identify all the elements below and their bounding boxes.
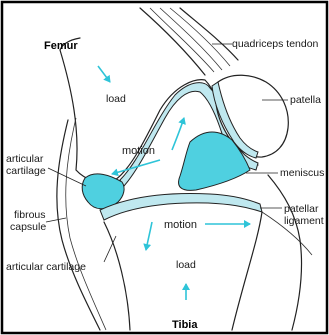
quadriceps-tendon-label: quadriceps tendon bbox=[232, 38, 319, 50]
motion-label-lower: motion bbox=[164, 219, 197, 231]
motion-arrow-upper-up bbox=[172, 118, 184, 150]
load-label-top: load bbox=[106, 93, 126, 105]
fibrous-capsule-label-line2: capsule bbox=[10, 221, 46, 233]
patella-label: patella bbox=[290, 94, 321, 106]
motion-label-upper: motion bbox=[122, 145, 155, 157]
femur-label: Femur bbox=[44, 40, 78, 52]
meniscus-label: meniscus bbox=[280, 167, 324, 179]
fibrous-capsule-label-line1: fibrous bbox=[14, 209, 46, 221]
motion-arrow-lower-down bbox=[146, 222, 152, 250]
quadriceps-tendon-shape bbox=[140, 8, 238, 75]
articular-cartilage-lower-label: articular cartilage bbox=[6, 261, 86, 273]
load-label-bottom: load bbox=[176, 259, 196, 271]
articular-cartilage-label-line1: articular bbox=[6, 153, 44, 165]
articular-cartilage-label-line2: cartilage bbox=[6, 165, 46, 177]
tibia-articular-cartilage bbox=[100, 194, 262, 220]
load-arrow-top bbox=[98, 66, 110, 82]
tibia-shape bbox=[104, 212, 312, 330]
patellar-ligament-label-line1: patellar bbox=[284, 203, 319, 215]
tibia-label: Tibia bbox=[172, 319, 198, 331]
patellar-ligament-label-line2: ligament bbox=[284, 215, 324, 227]
